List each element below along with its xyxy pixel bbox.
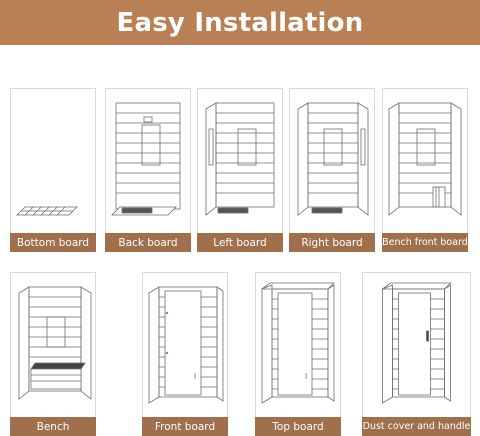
step-label: Dust cover and handle	[362, 417, 471, 436]
step-back-board: Back board	[105, 88, 191, 252]
top-board-illustration	[260, 282, 335, 404]
step-top-board: Top board	[255, 272, 341, 436]
page-title: Easy Installation	[116, 7, 364, 38]
left-board-illustration	[205, 102, 275, 216]
bench-illustration	[18, 286, 92, 400]
step-label: Bottom board	[10, 233, 96, 252]
step-label: Top board	[255, 417, 341, 436]
bench-front-board-illustration	[388, 102, 462, 216]
step-left-board: Left board	[197, 88, 283, 252]
step-front-board: Front board	[142, 272, 228, 436]
step-right-board: Right board	[289, 88, 375, 252]
step-label: Left board	[197, 233, 283, 252]
step-label: Bench front board	[382, 233, 468, 252]
right-board-illustration	[297, 102, 369, 216]
step-bench: Bench	[10, 272, 96, 436]
step-label: Right board	[289, 233, 375, 252]
step-bench-front-board: Bench front board	[382, 88, 468, 252]
step-label: Front board	[142, 417, 228, 436]
front-board-illustration	[148, 286, 224, 404]
bottom-board-illustration	[16, 206, 78, 216]
step-label: Back board	[105, 233, 191, 252]
step-dust-cover-and-handle: Dust cover and handle	[362, 272, 471, 436]
step-label: Bench	[10, 417, 96, 436]
dust-cover-illustration	[381, 282, 452, 404]
back-board-illustration	[111, 102, 181, 216]
header-banner: Easy Installation	[0, 0, 480, 45]
step-bottom-board: Bottom board	[10, 88, 96, 252]
